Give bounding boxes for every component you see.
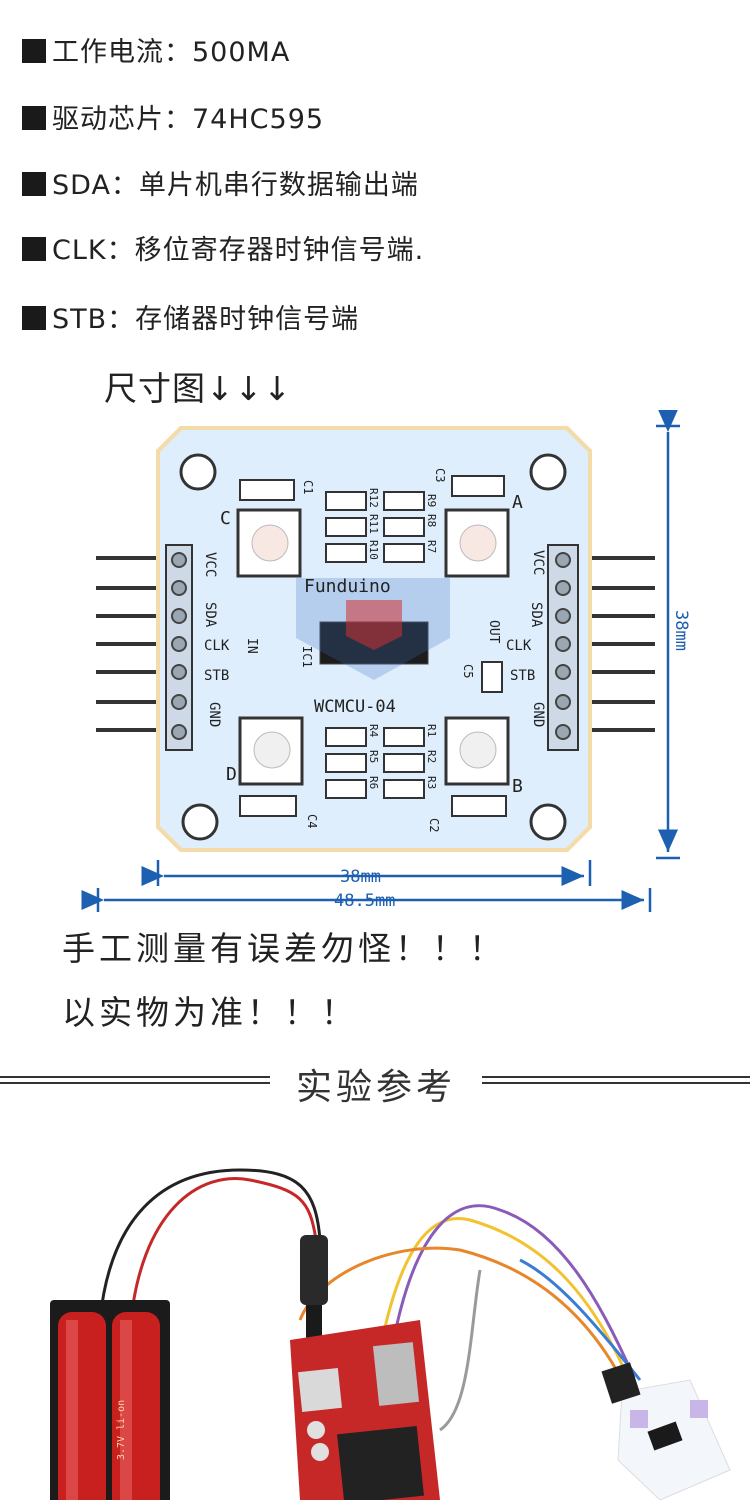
spec-text: CLK：移位寄存器时钟信号端. bbox=[52, 235, 425, 266]
cap-label: C5 bbox=[461, 664, 475, 678]
resistor-label: R3 bbox=[425, 776, 438, 789]
resistor-array bbox=[325, 491, 425, 799]
spec-chip: 驱动芯片：74HC595 bbox=[22, 97, 324, 136]
resistor-label: R5 bbox=[367, 750, 380, 763]
spec-text: 工作电流：500MA bbox=[52, 37, 291, 68]
led-label-c: C bbox=[220, 508, 231, 529]
chip-label: IC1 bbox=[300, 646, 314, 668]
resistor-label: R8 bbox=[425, 514, 438, 527]
spec-sda: SDA：单片机串行数据输出端 bbox=[22, 163, 419, 202]
section-title: 实验参考 bbox=[295, 1067, 456, 1108]
height-label: 38mm bbox=[671, 610, 691, 651]
dc-plug bbox=[300, 1235, 328, 1305]
experiment-photo: 3.7V li-on bbox=[0, 1130, 750, 1500]
resistor-label: R4 bbox=[367, 724, 380, 738]
measurement-note: 手工测量有误差勿怪！！！ bbox=[62, 929, 506, 968]
resistor-label: R2 bbox=[425, 750, 438, 763]
capacitors bbox=[239, 475, 507, 817]
pin-label-right: GND bbox=[530, 702, 546, 727]
pin-label-right: SDA bbox=[528, 602, 544, 628]
bullet-square-icon bbox=[22, 39, 46, 63]
spec-stb: STB：存储器时钟信号端 bbox=[22, 297, 359, 336]
reference-note: 以实物为准！！！ bbox=[62, 993, 358, 1032]
resistor-label: R6 bbox=[367, 776, 380, 789]
resistor-label: R7 bbox=[425, 540, 438, 553]
divider-left bbox=[0, 1076, 270, 1084]
resistor-label: R12 bbox=[367, 488, 380, 508]
led-label-b: B bbox=[512, 776, 523, 797]
spec-current: 工作电流：500MA bbox=[22, 30, 290, 69]
battery-label: 3.7V li-on bbox=[116, 1400, 127, 1460]
pin-label-right: CLK bbox=[506, 638, 532, 654]
cap-label: C1 bbox=[301, 480, 315, 494]
size-diagram-title: 尺寸图↓↓↓ bbox=[104, 369, 292, 408]
dimension-height bbox=[656, 410, 680, 860]
bullet-square-icon bbox=[22, 306, 46, 330]
spec-text: 驱动芯片：74HC595 bbox=[52, 104, 325, 135]
cap-label: C2 bbox=[427, 818, 441, 832]
bullet-square-icon bbox=[22, 106, 46, 130]
spec-text: SDA：单片机串行数据输出端 bbox=[52, 170, 419, 201]
pin-label-left: STB bbox=[204, 668, 229, 684]
brand-text: Funduino bbox=[304, 576, 391, 597]
resistor-label: R10 bbox=[367, 540, 380, 560]
resistor-label: R11 bbox=[367, 514, 380, 534]
spec-text: STB：存储器时钟信号端 bbox=[52, 304, 360, 335]
bullet-square-icon bbox=[22, 237, 46, 261]
outer-width-label: 48.5mm bbox=[334, 891, 395, 911]
pin-label-left: VCC bbox=[202, 552, 218, 577]
inner-width-label: 38mm bbox=[340, 867, 381, 887]
divider-right bbox=[482, 1076, 750, 1084]
led-label-d: D bbox=[226, 764, 237, 785]
led-label-a: A bbox=[512, 492, 523, 513]
pin-label-right: STB bbox=[510, 668, 535, 684]
resistor-label: R1 bbox=[425, 724, 438, 737]
pin-label-left: SDA bbox=[202, 602, 218, 628]
out-label: OUT bbox=[486, 620, 501, 644]
led-modules bbox=[236, 508, 510, 786]
spec-clk: CLK：移位寄存器时钟信号端. bbox=[22, 228, 424, 267]
model-text: WCMCU-04 bbox=[314, 697, 396, 717]
resistor-label: R9 bbox=[425, 494, 438, 507]
dimension-outer-width bbox=[81, 888, 652, 912]
cap-label: C4 bbox=[305, 814, 319, 828]
left-header-pins bbox=[96, 556, 160, 732]
board-dimension-diagram: Funduino WCMCU-04 IC1 IN OUT VCC SDA CLK… bbox=[81, 410, 691, 912]
pin-label-left: GND bbox=[206, 702, 222, 727]
cap-label: C3 bbox=[433, 468, 447, 482]
right-header-pins bbox=[590, 556, 655, 732]
dimension-inner-width bbox=[141, 860, 592, 886]
in-label: IN bbox=[244, 638, 259, 654]
pin-label-right: VCC bbox=[530, 550, 546, 575]
bullet-square-icon bbox=[22, 172, 46, 196]
mounting-holes bbox=[179, 453, 567, 841]
pin-label-left: CLK bbox=[204, 638, 230, 654]
